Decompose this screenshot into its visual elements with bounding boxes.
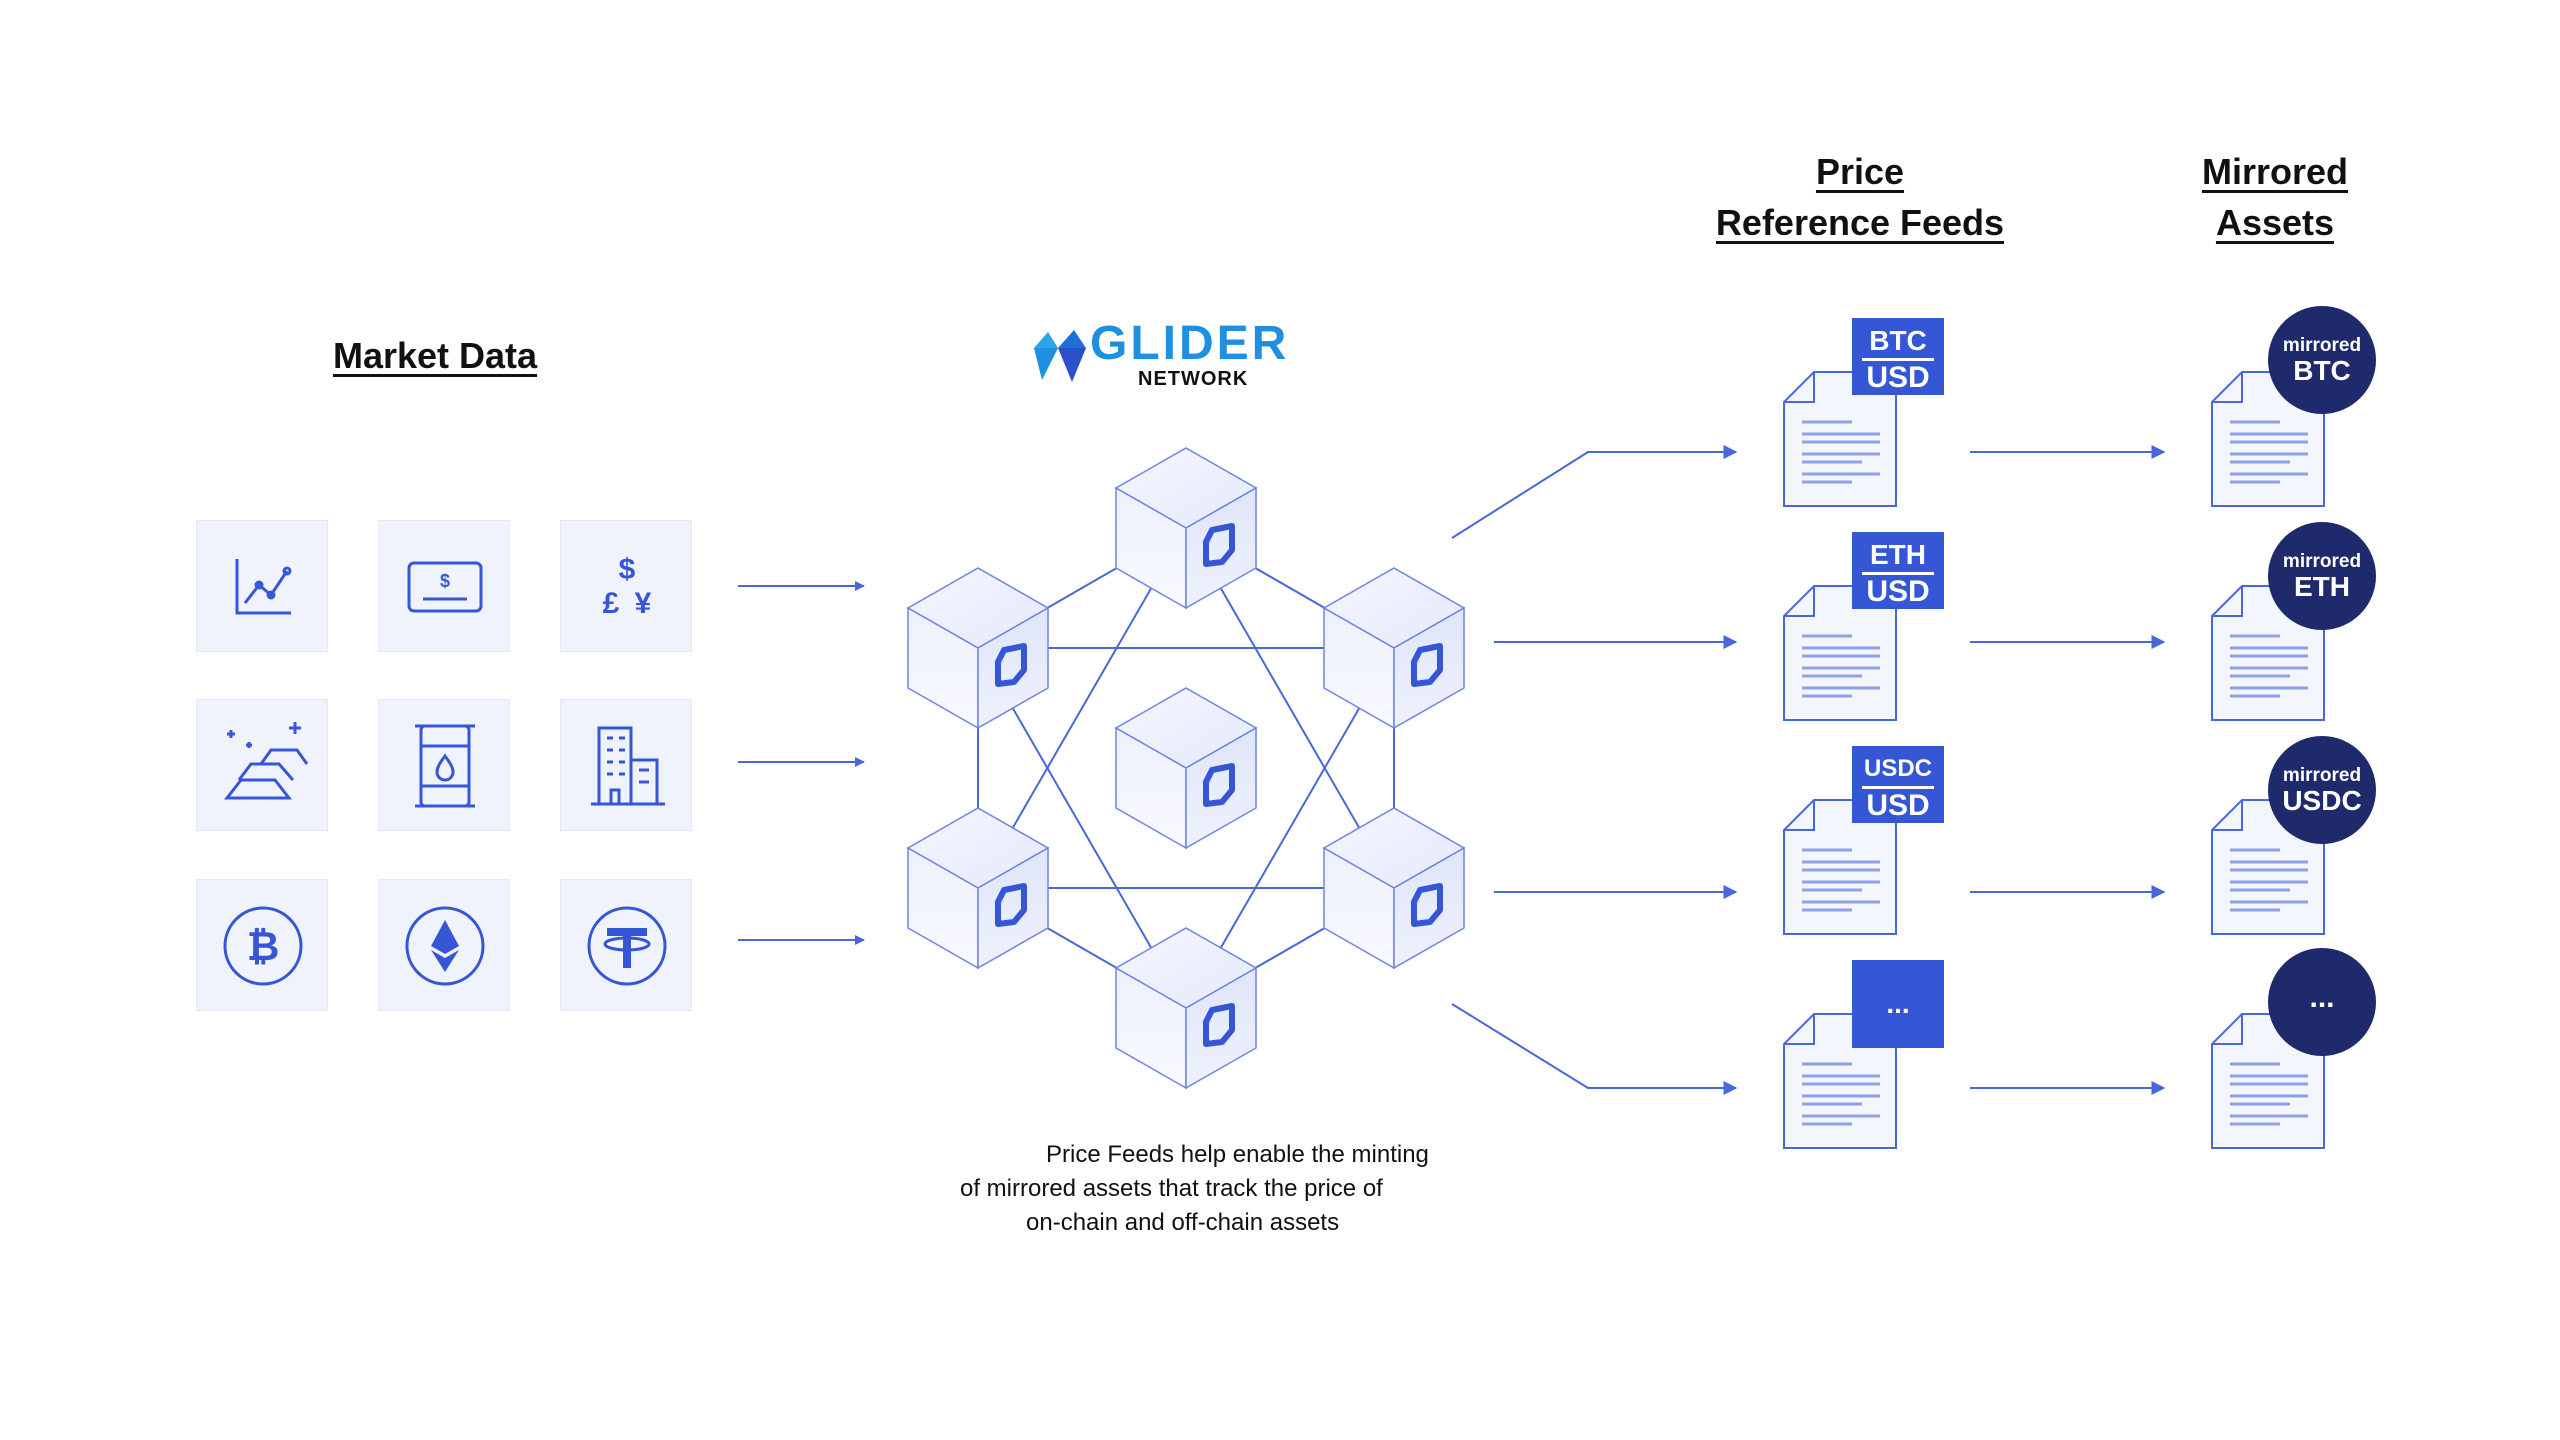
feed-base: ETH	[1870, 539, 1926, 570]
feed-base: USDC	[1863, 755, 1932, 782]
oracle-node	[1322, 567, 1466, 730]
market-data-heading: Market Data	[332, 335, 538, 376]
mirrored-symbol: USDC	[2282, 785, 2362, 816]
market-tile	[196, 699, 328, 831]
mirrored-prefix: mirrored	[2282, 765, 2362, 786]
document-icon	[1783, 371, 1897, 507]
oracle-node	[906, 807, 1050, 970]
oracle-node	[1322, 807, 1466, 970]
tether-icon	[587, 906, 667, 986]
feed-to-mirrored-arrows	[1970, 445, 2166, 1095]
currency-symbols-icon: $ £ ¥	[603, 553, 652, 620]
mirrored-symbol: BTC	[2293, 355, 2351, 386]
buildings-icon	[591, 726, 665, 806]
glider-network-logo: GLIDER NETWORK	[1020, 318, 1290, 390]
heading-line: Price	[1815, 151, 1905, 192]
feed-badge-usdc-usd: USDC USD	[1852, 746, 1944, 823]
node-logo-icon	[1203, 523, 1235, 567]
gold-bars-icon	[223, 722, 309, 800]
document-icon	[1783, 799, 1897, 935]
market-tile	[560, 879, 692, 1011]
market-tile: $	[378, 520, 510, 652]
documents	[1783, 371, 2325, 1149]
yen-symbol: ¥	[635, 587, 652, 620]
dollar-symbol: $	[619, 553, 636, 586]
market-tile	[196, 520, 328, 652]
oil-barrel-icon	[415, 724, 475, 808]
ethereum-icon	[405, 906, 485, 986]
logo-wordmark: GLIDER	[1090, 317, 1290, 370]
market-tile: $ £ ¥	[560, 520, 692, 652]
node-logo-icon	[1203, 763, 1235, 807]
mirrored-prefix: mirrored	[2282, 335, 2362, 356]
banknote-icon: $	[407, 561, 483, 613]
market-tile	[378, 699, 510, 831]
oracle-node	[1114, 447, 1258, 610]
feed-badge-more: ...	[1852, 960, 1944, 1048]
mirrored-coin-usdc: mirrored USDC	[2268, 736, 2376, 844]
node-logo-icon	[1411, 883, 1443, 927]
feed-quote: USD	[1862, 572, 1934, 609]
feed-quote: USD	[1862, 358, 1934, 395]
heading-line: Mirrored	[2201, 151, 2349, 192]
caption-line: Price Feeds help enable the minting	[1046, 1141, 1429, 1168]
feed-badge-eth-usd: ETH USD	[1852, 532, 1944, 609]
chart-line-icon	[235, 559, 292, 615]
node-logo-icon	[1411, 643, 1443, 687]
document-icon	[1783, 585, 1897, 721]
caption-line: of mirrored assets that track the price …	[960, 1175, 1383, 1202]
feed-badge-btc-usd: BTC USD	[1852, 318, 1944, 395]
diagram-caption: Price Feeds help enable the minting of m…	[940, 1138, 1500, 1240]
bitcoin-icon: ₿	[223, 906, 303, 986]
glider-logo-icon	[1034, 330, 1086, 382]
svg-text:$: $	[440, 571, 450, 591]
mirrored-prefix: mirrored	[2282, 551, 2362, 572]
feed-base: BTC	[1869, 325, 1927, 356]
network-nodes	[906, 447, 1466, 1090]
oracle-node	[1114, 927, 1258, 1090]
mirrored-symbol: ETH	[2294, 571, 2350, 602]
node-logo-icon	[995, 643, 1027, 687]
caption-line: on-chain and off-chain assets	[1026, 1209, 1340, 1236]
logo-subtitle: NETWORK	[1138, 368, 1249, 390]
market-tile	[560, 699, 692, 831]
mirrored-assets-heading: Mirrored Assets	[2160, 146, 2390, 248]
feed-quote: USD	[1862, 786, 1934, 823]
price-reference-feeds-heading: Price Reference Feeds	[1660, 146, 2060, 248]
mirrored-coin-more: ...	[2268, 948, 2376, 1056]
heading-line: Reference Feeds	[1715, 202, 2005, 243]
oracle-node	[1114, 687, 1258, 850]
svg-text:₿: ₿	[247, 924, 280, 970]
node-logo-icon	[995, 883, 1027, 927]
mirrored-coin-eth: mirrored ETH	[2268, 522, 2376, 630]
market-tile	[378, 879, 510, 1011]
market-arrows	[738, 581, 865, 945]
pound-symbol: £	[603, 587, 620, 620]
market-tile: ₿	[196, 879, 328, 1011]
mirrored-coin-btc: mirrored BTC	[2268, 306, 2376, 414]
oracle-node	[906, 567, 1050, 730]
heading-line: Assets	[2215, 202, 2335, 243]
network-to-feed-arrows	[1451, 445, 1738, 1095]
node-logo-icon	[1203, 1003, 1235, 1047]
